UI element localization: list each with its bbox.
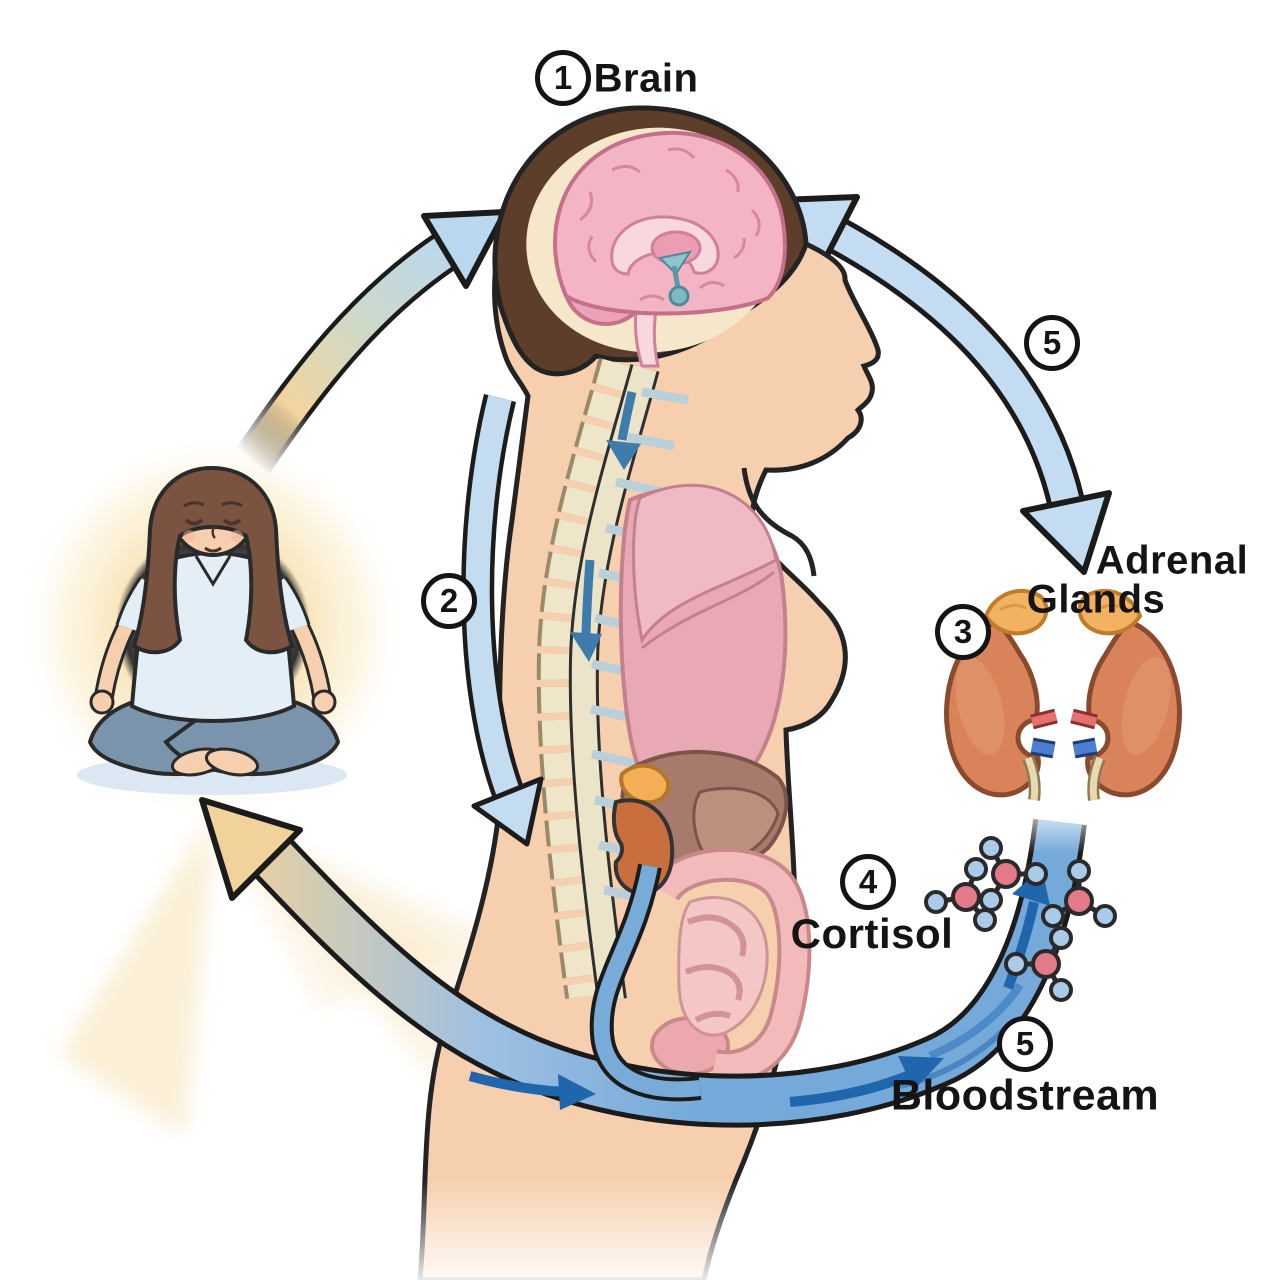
internal-adrenal-gland (619, 763, 671, 805)
vertebrae (540, 359, 640, 999)
brain-label: Brain (593, 56, 699, 101)
body-bottom-fade (380, 1180, 840, 1280)
adrenal-glands-label-line2: Glands (1026, 577, 1166, 622)
adrenal-glands-kidneys-illustration (944, 588, 1182, 801)
bloodstream-brain-adrenal-arc (777, 194, 1112, 575)
brain-illustration (553, 131, 787, 368)
person-face (183, 501, 243, 553)
bloodstream-ribbon (199, 797, 1087, 1128)
relaxation-to-brain-arrow (234, 209, 508, 474)
step-badge-signal: 2 (421, 573, 477, 629)
kidney-vessel (589, 863, 702, 1102)
spine-illustration (536, 357, 689, 1002)
v-neck (194, 555, 232, 587)
cortisol-molecule (924, 857, 997, 932)
cortisol-molecules (924, 836, 1117, 1002)
pituitary-stalk (671, 265, 681, 289)
intestines-illustration (649, 847, 812, 1085)
cortisol-molecule (1004, 926, 1073, 1002)
cortisol-molecule (979, 836, 1048, 912)
ureters (1022, 755, 1106, 801)
renal-vessels (1030, 708, 1098, 759)
person-hair (131, 465, 295, 655)
shoulder-contour (741, 467, 817, 577)
spine-signal-arrow (461, 394, 544, 847)
adrenal-gland-right-icon (1077, 588, 1143, 636)
cortisol-molecule (1041, 859, 1117, 928)
step-badge-cortisol: 4 (840, 854, 896, 910)
step-badge-to-brain: 5 (1024, 315, 1080, 371)
arrowhead-to-adrenal (1020, 490, 1112, 575)
bloodstream-label: Bloodstream (890, 1071, 1160, 1120)
adrenal-gland-left-icon (983, 588, 1049, 636)
meditating-person-illustration (77, 465, 347, 795)
brain-gyri (579, 147, 761, 302)
pituitary-gland-icon (668, 285, 690, 307)
hypothalamus-icon (657, 250, 693, 276)
cortisol-label: Cortisol (790, 910, 954, 957)
step-badge-adrenal: 3 (935, 604, 991, 660)
human-body-illustration (417, 105, 881, 1280)
arrowhead-to-meditation (199, 797, 303, 901)
adrenal-glands-label-line1: Adrenal (1095, 538, 1249, 583)
step-badge-brain: 1 (535, 50, 591, 106)
nerve-signal-arrows (570, 390, 641, 662)
step-badge-bloodstream: 5 (997, 1016, 1053, 1072)
lungs-illustration (618, 483, 788, 793)
